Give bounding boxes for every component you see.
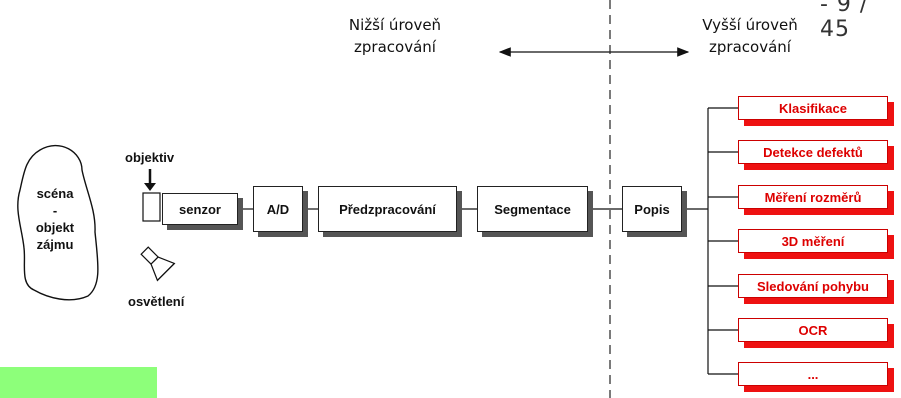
output-ocr: OCR — [738, 318, 888, 342]
higher-level-line-1: Vyšší úroveň — [702, 16, 798, 34]
preprocessing-label: Předzpracování — [339, 201, 436, 217]
lens-arrow-head — [144, 183, 156, 191]
lighting-label: osvětlení — [128, 294, 185, 309]
output-more: ... — [738, 362, 888, 386]
sensor-label: senzor — [179, 201, 221, 217]
output-motion-tracking: Sledování pohybu — [738, 274, 888, 298]
lower-level-line-2: zpracování — [354, 38, 436, 56]
scene-line-1: scéna — [36, 186, 74, 201]
ad-converter-box: A/D — [253, 186, 303, 232]
scene-line-2: - — [52, 203, 58, 218]
lower-level-line-1: Nižší úroveň — [348, 16, 442, 34]
page-number: - 9 / 45 — [820, 0, 869, 42]
output-label: 3D měření — [781, 233, 845, 249]
description-box: Popis — [622, 186, 682, 232]
lower-level-label: Nižší úroveň zpracování — [320, 14, 470, 58]
segmentation-label: Segmentace — [494, 201, 571, 217]
lens-label: objektiv — [125, 150, 175, 165]
output-defect-detection: Detekce defektů — [738, 140, 888, 164]
scene-line-3: objekt — [35, 220, 75, 235]
output-label: Detekce defektů — [763, 144, 863, 160]
output-3d-measurement: 3D měření — [738, 229, 888, 253]
description-label: Popis — [634, 201, 670, 217]
output-label: Sledování pohybu — [757, 278, 869, 294]
output-dimension-measurement: Měření rozměrů — [738, 185, 888, 209]
output-label: Klasifikace — [779, 100, 847, 116]
scene-blob — [17, 144, 99, 301]
lens-shape — [142, 192, 161, 222]
output-classification: Klasifikace — [738, 96, 888, 120]
scene-line-4: zájmu — [36, 237, 74, 252]
preprocessing-box: Předzpracování — [318, 186, 457, 232]
scene-label: scéna - objekt zájmu — [20, 185, 90, 253]
ad-label: A/D — [266, 201, 290, 217]
highlight-rectangle — [0, 367, 157, 398]
higher-level-label: Vyšší úroveň zpracování — [675, 14, 825, 58]
segmentation-box: Segmentace — [477, 186, 588, 232]
lamp-icon — [140, 246, 176, 282]
output-label: OCR — [798, 322, 828, 338]
sensor-box: senzor — [162, 193, 238, 225]
output-label: ... — [807, 366, 819, 382]
higher-level-line-2: zpracování — [709, 38, 791, 56]
output-label: Měření rozměrů — [764, 189, 862, 205]
